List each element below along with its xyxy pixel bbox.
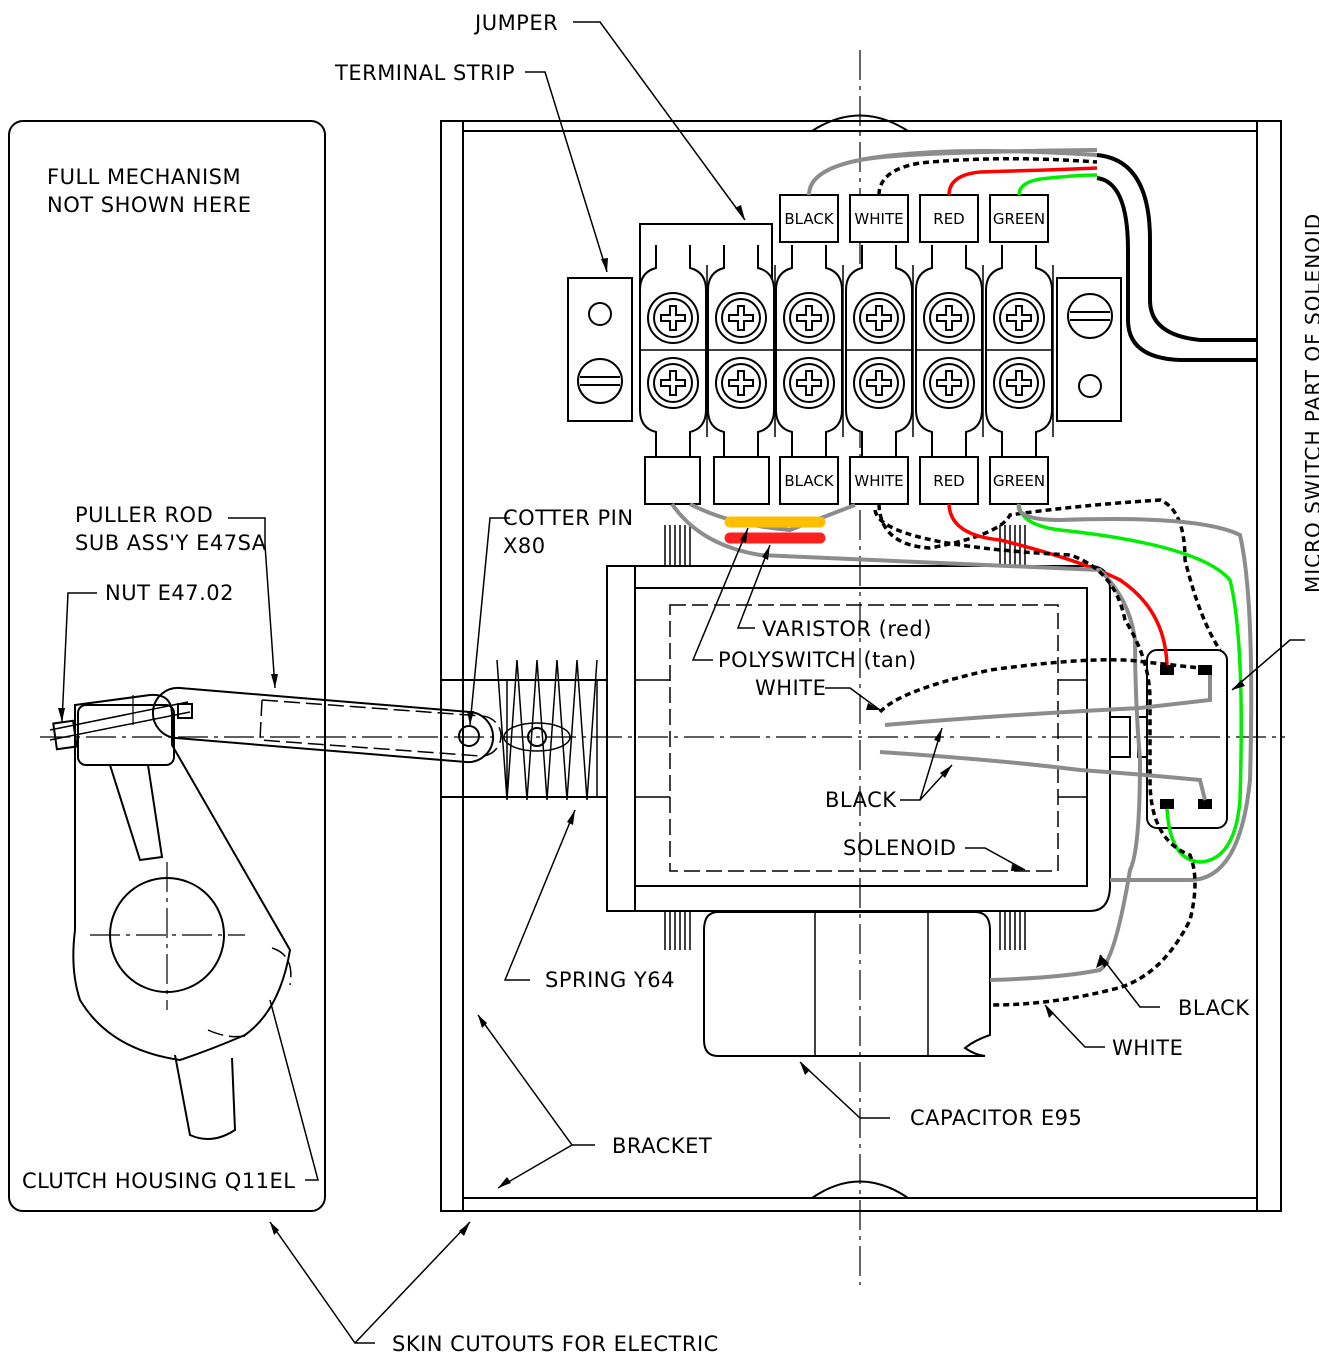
tag-bottom-green: GREEN [993, 472, 1045, 490]
wire-top-gray-extra [859, 148, 1098, 162]
label-polyswitch: POLYSWITCH (tan) [718, 648, 917, 672]
label-clutch-housing: CLUTCH HOUSING Q11EL [22, 1169, 296, 1193]
wire-solenoid-black-2 [879, 750, 1207, 801]
wire-top-black [807, 149, 1098, 196]
terminal-tags-bottom: BLACK WHITE RED GREEN [644, 456, 1049, 505]
plunger-assembly [440, 679, 608, 798]
label-black-cap: BLACK [1178, 996, 1250, 1020]
label-capacitor: CAPACITOR E95 [910, 1106, 1082, 1130]
label-full-mechanism-1: FULL MECHANISM [47, 165, 241, 189]
terminal-positions [639, 245, 1054, 458]
terminal-screw-icon [715, 292, 767, 344]
mounting-slot-top [811, 114, 909, 132]
label-white-solenoid: WHITE [755, 676, 826, 700]
tag-bottom-black: BLACK [784, 472, 834, 490]
label-spring: SPRING Y64 [545, 968, 675, 992]
terminal-screw-icon [853, 357, 905, 409]
wire-top-red [947, 166, 1098, 196]
terminal-position [707, 245, 776, 458]
label-cotter-pin-1: COTTER PIN [503, 506, 634, 530]
label-white-cap: WHITE [1112, 1036, 1183, 1060]
label-micro-switch: MICRO SWITCH PART OF SOLENOID [1301, 213, 1319, 593]
terminal-position [639, 245, 708, 458]
label-nut: NUT E47.02 [105, 581, 234, 605]
nut [49, 701, 191, 751]
wire-bottom-green [1017, 503, 1243, 864]
terminal-screw-icon [783, 292, 835, 344]
tag-bottom-red: RED [933, 472, 964, 490]
terminal-screw-icon [993, 292, 1045, 344]
cable-outer-black-2 [1096, 176, 1257, 362]
cable-outer-black [1096, 153, 1257, 342]
wire-bottom-gray-loop [1016, 503, 1254, 882]
terminal-screw-icon [993, 357, 1045, 409]
label-varistor: VARISTOR (red) [762, 617, 932, 641]
terminal-screw-icon [923, 292, 975, 344]
terminal-position [775, 245, 844, 458]
label-terminal-strip: TERMINAL STRIP [334, 61, 515, 85]
label-cotter-pin-2: X80 [503, 534, 546, 558]
wire-top-white [877, 157, 1098, 196]
terminal-screw-icon [647, 357, 699, 409]
label-puller-rod-2: SUB ASS'Y E47SA [75, 531, 267, 555]
wire-solenoid-black-1 [884, 675, 1212, 727]
label-black-solenoid: BLACK [825, 788, 897, 812]
terminal-position [985, 245, 1054, 458]
wire-white-to-cap [873, 509, 1197, 1007]
arrowheads [58, 205, 1245, 1236]
label-puller-rod-1: PULLER ROD [75, 503, 213, 527]
label-solenoid: SOLENOID [843, 836, 956, 860]
bracket [440, 120, 1282, 1212]
terminal-position [915, 245, 984, 458]
tag-top-black: BLACK [784, 210, 834, 228]
spring [496, 659, 598, 801]
label-jumper: JUMPER [473, 11, 558, 35]
tag-top-white: WHITE [854, 210, 903, 228]
wire-bottom-red [947, 503, 1169, 666]
tag-top-green: GREEN [993, 210, 1045, 228]
terminal-screw-icon [853, 292, 905, 344]
wire-top-green [1017, 173, 1098, 196]
micro-switch [1137, 649, 1228, 829]
leader-lines [61, 21, 1305, 1344]
terminal-position [845, 245, 914, 458]
terminal-tags-top: BLACK WHITE RED GREEN [779, 194, 1049, 243]
mounting-slot-bottom [811, 1180, 909, 1199]
terminal-screw-icon [923, 357, 975, 409]
label-bracket: BRACKET [612, 1134, 712, 1158]
mechanism-panel [8, 120, 326, 1212]
tag-top-red: RED [933, 210, 964, 228]
puller-rod [151, 686, 502, 764]
clutch-housing [72, 693, 292, 1140]
label-full-mechanism-2: NOT SHOWN HERE [47, 193, 251, 217]
tag-bottom-white: WHITE [854, 472, 903, 490]
terminal-screw-icon [647, 292, 699, 344]
terminal-screw-icon [783, 357, 835, 409]
wire-solenoid-white [878, 658, 1201, 714]
capacitor [703, 911, 991, 1057]
wire-jumper-gray [670, 502, 1143, 982]
wire-bottom-white [877, 498, 1222, 651]
label-skin-cutouts: SKIN CUTOUTS FOR ELECTRIC [392, 1332, 719, 1356]
terminal-screw-icon [715, 357, 767, 409]
